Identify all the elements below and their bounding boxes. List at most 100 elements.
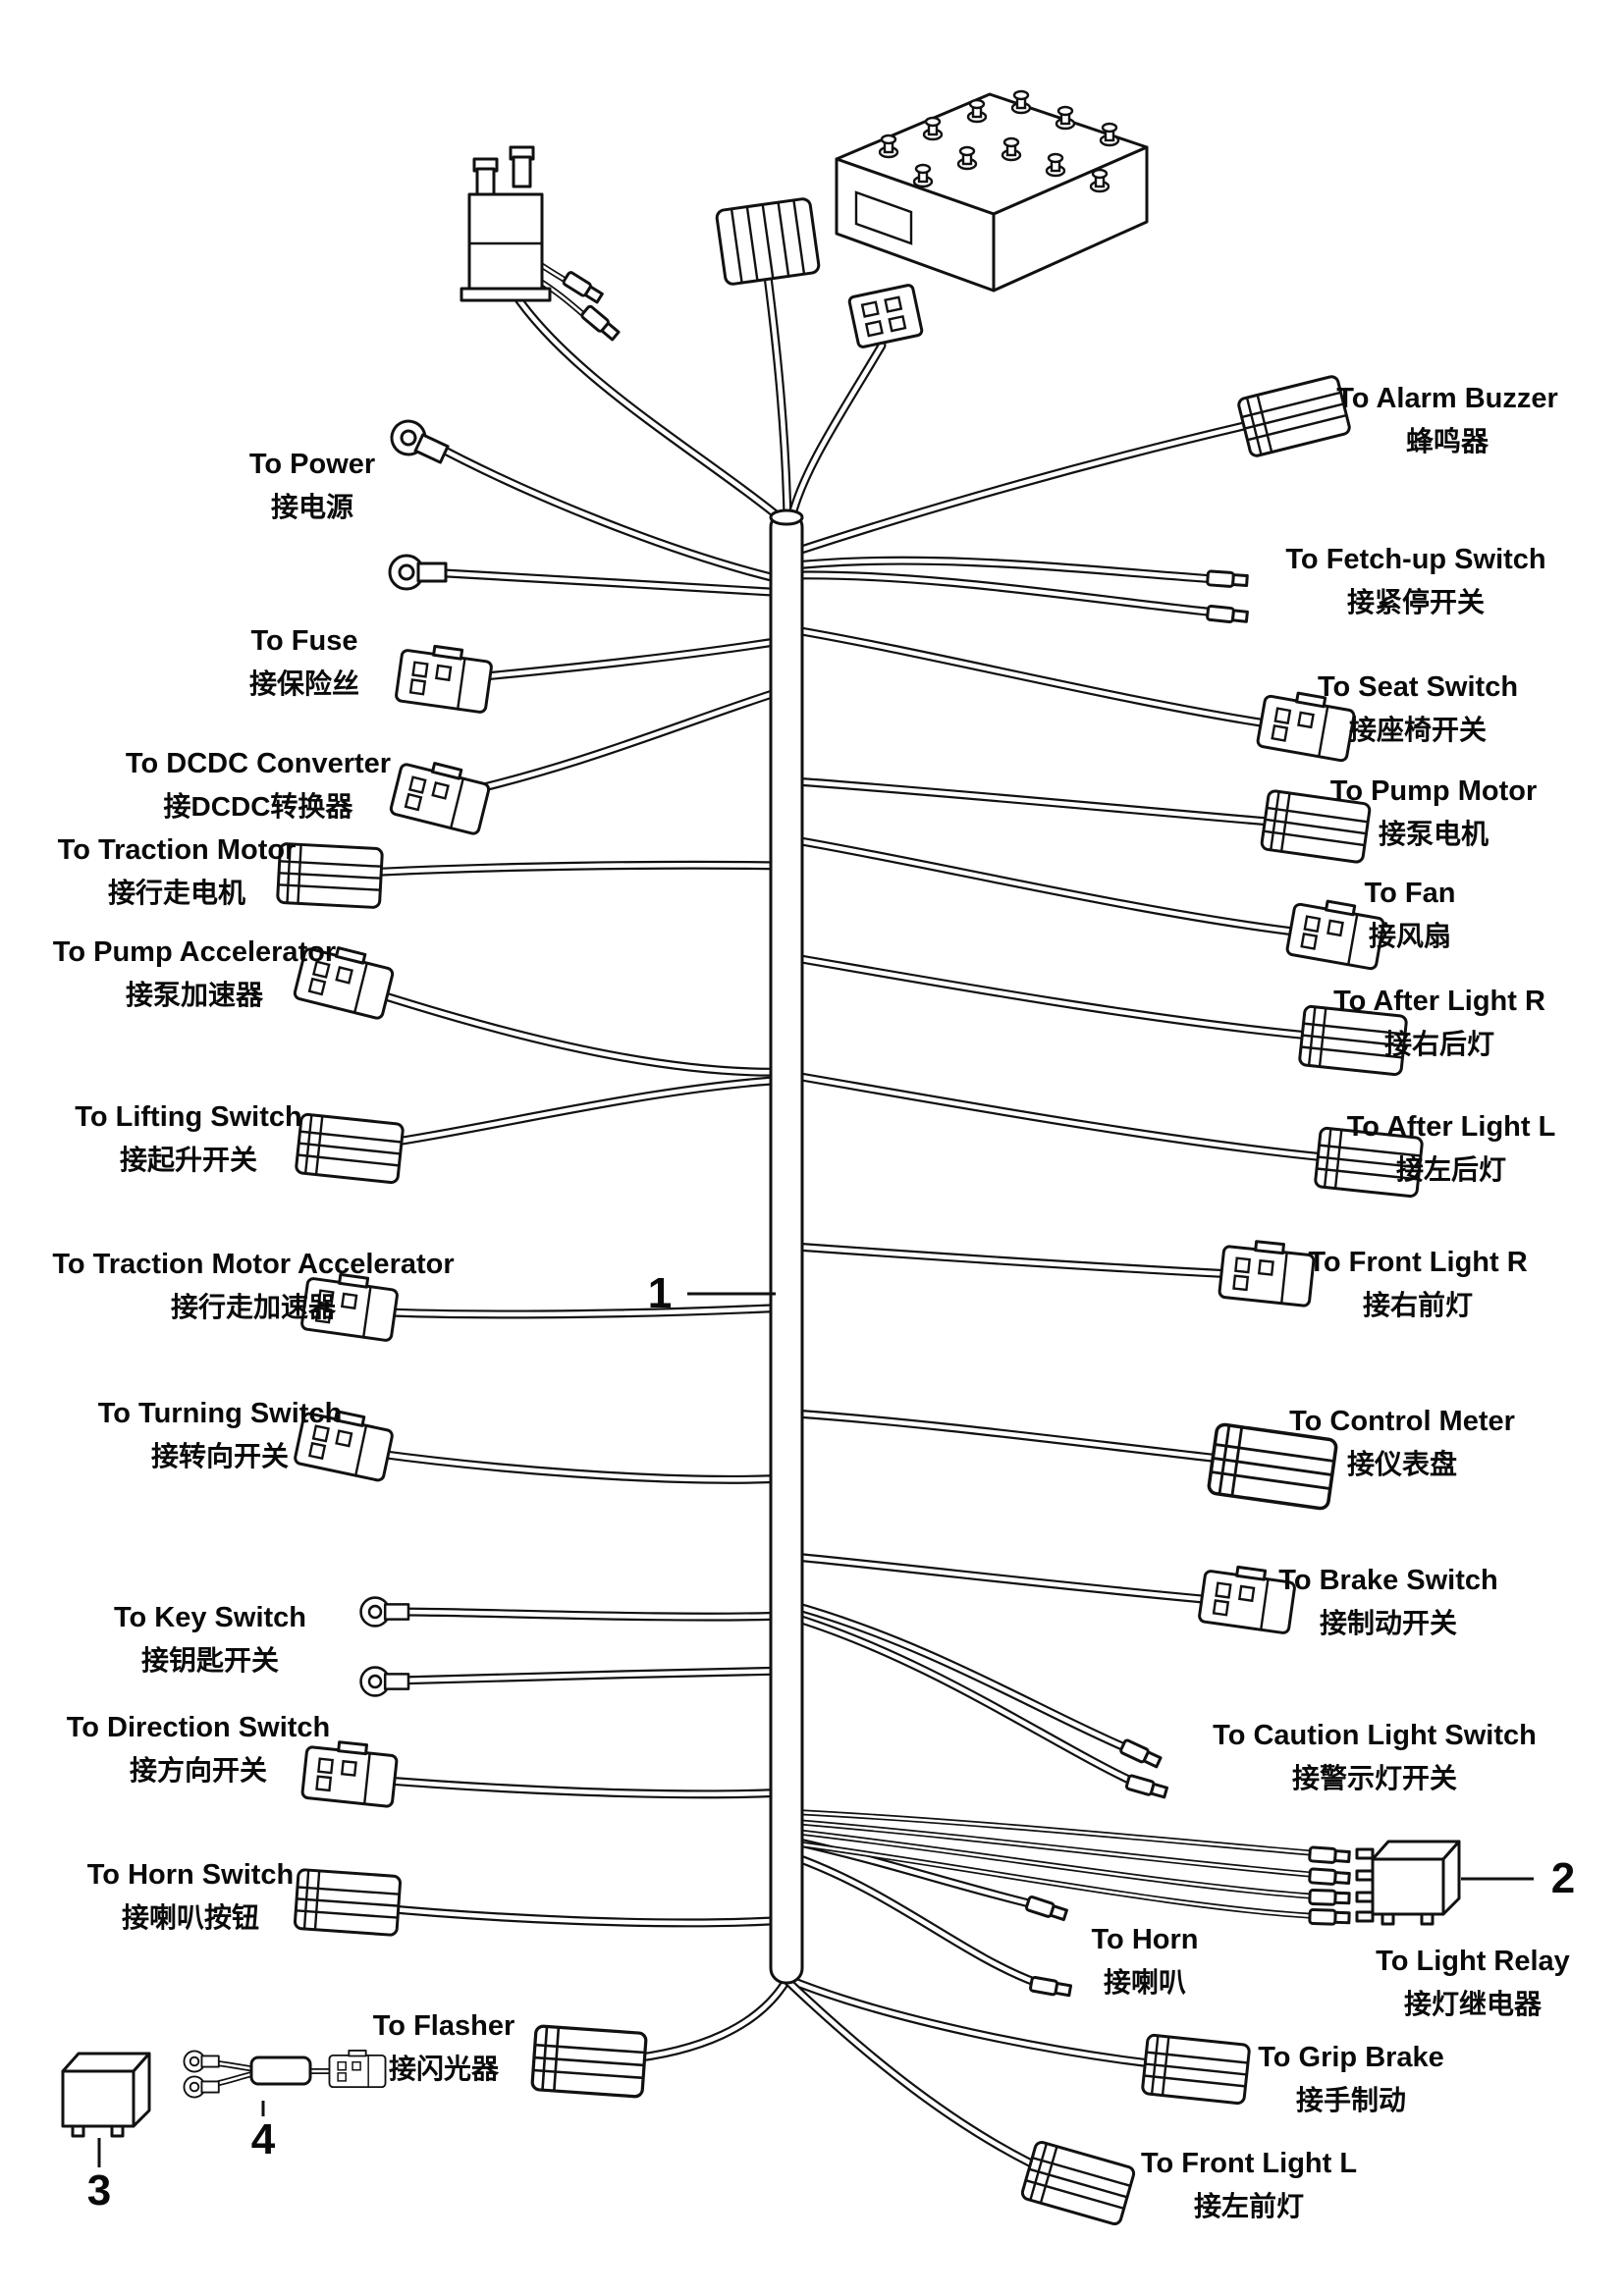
label-en: To Fuse xyxy=(250,625,358,657)
callout-3-relay: 3 xyxy=(86,2166,112,2215)
callout-1-main-harness: 1 xyxy=(647,1269,673,1317)
callout-lines xyxy=(97,1292,1534,2167)
label-en: To Front Light L xyxy=(1140,2148,1358,2179)
label-zh: 接警示灯开关 xyxy=(1291,1763,1458,1794)
label-zh: 接钥匙开关 xyxy=(140,1645,279,1677)
label-zh: 接DCDC转换器 xyxy=(163,791,353,823)
label-en: To Front Light R xyxy=(1308,1247,1528,1278)
branch-label-key-switch: To Key Switch 接钥匙开关 xyxy=(114,1600,306,1680)
label-en: To Horn xyxy=(1091,1924,1199,1955)
label-zh: 接转向开关 xyxy=(150,1441,289,1472)
label-zh: 接制动开关 xyxy=(1319,1608,1457,1639)
connector-to-fetch-up-switch-2 xyxy=(1205,604,1250,625)
connector-to-fuse xyxy=(394,640,495,715)
label-en: To Fan xyxy=(1364,878,1456,909)
contactor-spade-terminal-2 xyxy=(579,303,622,344)
branch-label-seat-switch: To Seat Switch 接座椅开关 xyxy=(1318,669,1518,749)
connector-to-front-light-l xyxy=(1019,2139,1137,2227)
label-zh: 接行走电机 xyxy=(107,878,246,909)
label-en: To Power xyxy=(248,449,376,480)
label-en: To Traction Motor Accelerator xyxy=(52,1249,455,1280)
branch-label-after-light-l: To After Light L 接左后灯 xyxy=(1347,1109,1556,1189)
label-en: To After Light L xyxy=(1346,1111,1556,1143)
light-relay xyxy=(1355,1840,1461,1926)
label-zh: 接起升开关 xyxy=(119,1145,258,1176)
label-en: To Turning Switch xyxy=(97,1398,343,1429)
label-en: To Lifting Switch xyxy=(75,1101,302,1133)
branch-label-traction-motor-accelerator: To Traction Motor Accelerator 接行走加速器 xyxy=(52,1247,454,1326)
label-zh: 接紧停开关 xyxy=(1346,587,1485,618)
branch-label-fan: To Fan 接风扇 xyxy=(1365,876,1456,955)
branch-label-dcdc-converter: To DCDC Converter 接DCDC转换器 xyxy=(126,746,391,826)
inline-component-4 xyxy=(183,2049,387,2099)
connector-to-horn-2 xyxy=(1028,1975,1073,2000)
label-zh: 接风扇 xyxy=(1368,921,1452,952)
main-trunk xyxy=(769,508,804,1985)
label-zh: 接右后灯 xyxy=(1383,1029,1494,1060)
connector-to-grip-brake xyxy=(1140,2033,1252,2106)
branch-label-grip-brake: To Grip Brake 接手制动 xyxy=(1258,2040,1444,2119)
connector-to-alarm-buzzer xyxy=(1235,373,1353,459)
label-zh: 接电源 xyxy=(270,492,353,523)
label-en: To Grip Brake xyxy=(1258,2042,1444,2073)
branch-label-pump-accelerator: To Pump Accelerator 接泵加速器 xyxy=(53,934,336,1014)
label-zh: 接方向开关 xyxy=(129,1755,268,1787)
connector-to-dcdc-converter xyxy=(388,754,494,836)
label-en: To Seat Switch xyxy=(1317,671,1519,703)
label-en: To Key Switch xyxy=(113,1602,307,1633)
light-relay-spade-3 xyxy=(1308,1888,1351,1907)
controller-unit xyxy=(835,89,1149,293)
branch-label-caution-light-switch: To Caution Light Switch 接警示灯开关 xyxy=(1213,1718,1537,1797)
connector-to-fetch-up-switch-1 xyxy=(1206,569,1249,590)
label-zh: 接左前灯 xyxy=(1193,2191,1305,2222)
label-en: To Horn Switch xyxy=(86,1859,295,1891)
label-zh: 接喇叭按钮 xyxy=(121,1902,260,1934)
label-zh: 接喇叭 xyxy=(1103,1967,1186,1999)
label-zh: 蜂鸣器 xyxy=(1405,426,1489,457)
label-en: To Light Relay xyxy=(1376,1946,1570,1977)
connector-to-power-ring-1 xyxy=(384,413,453,471)
branch-label-lifting-switch: To Lifting Switch 接起升开关 xyxy=(75,1099,301,1179)
branch-label-fuse: To Fuse 接保险丝 xyxy=(249,623,359,703)
label-en: To Direction Switch xyxy=(66,1712,331,1743)
label-zh: 接右前灯 xyxy=(1362,1290,1473,1321)
branch-label-turning-switch: To Turning Switch 接转向开关 xyxy=(98,1396,343,1475)
callout-4-inline-component: 4 xyxy=(250,2115,276,2163)
connector-to-lifting-switch xyxy=(294,1112,406,1185)
callout-2-light-relay: 2 xyxy=(1550,1854,1576,1902)
branch-label-power: To Power 接电源 xyxy=(249,447,375,526)
light-relay-spade-4 xyxy=(1308,1907,1351,1927)
branch-label-fetch-up-switch: To Fetch-up Switch 接紧停开关 xyxy=(1285,542,1545,621)
label-en: To Control Meter xyxy=(1289,1406,1515,1437)
branch-label-light-relay: To Light Relay 接灯继电器 xyxy=(1376,1944,1570,2023)
label-en: To Fetch-up Switch xyxy=(1285,544,1546,575)
branch-label-horn-switch: To Horn Switch 接喇叭按钮 xyxy=(87,1857,295,1937)
label-zh: 接泵电机 xyxy=(1378,819,1489,850)
connector-to-flasher xyxy=(530,2024,648,2099)
label-zh: 接手制动 xyxy=(1295,2085,1406,2116)
main-connector xyxy=(715,197,821,286)
aux-connector xyxy=(847,284,924,348)
branch-label-after-light-r: To After Light R 接右后灯 xyxy=(1333,984,1545,1063)
label-en: To Caution Light Switch xyxy=(1213,1720,1537,1751)
label-zh: 接保险丝 xyxy=(248,668,360,700)
branch-label-flasher: To Flasher 接闪光器 xyxy=(373,2008,515,2088)
label-zh: 接灯继电器 xyxy=(1403,1989,1543,2020)
connector-to-horn-switch xyxy=(293,1867,403,1938)
label-en: To Alarm Buzzer xyxy=(1336,383,1558,414)
label-en: To Brake Switch xyxy=(1278,1565,1498,1596)
light-relay-spade-2 xyxy=(1308,1867,1351,1888)
light-relay-spade-1 xyxy=(1308,1845,1351,1866)
branch-label-pump-motor: To Pump Motor 接泵电机 xyxy=(1330,774,1537,853)
branch-label-front-light-l: To Front Light L 接左前灯 xyxy=(1141,2146,1357,2225)
branch-label-traction-motor: To Traction Motor 接行走电机 xyxy=(58,832,297,912)
label-en: To After Light R xyxy=(1333,986,1545,1017)
label-en: To Pump Motor xyxy=(1329,775,1538,807)
label-zh: 接闪光器 xyxy=(388,2054,499,2085)
connector-to-key-switch-ring-2 xyxy=(359,1666,410,1697)
label-en: To Traction Motor xyxy=(57,834,297,866)
label-zh: 接仪表盘 xyxy=(1346,1449,1457,1480)
branch-label-direction-switch: To Direction Switch 接方向开关 xyxy=(67,1710,331,1789)
label-en: To Flasher xyxy=(372,2010,515,2042)
